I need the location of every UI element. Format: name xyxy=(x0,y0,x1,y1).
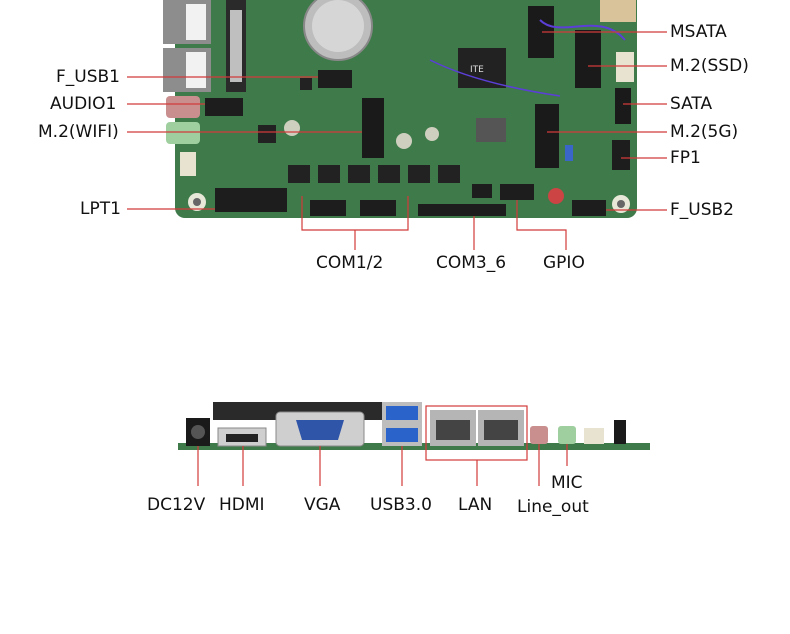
audio-jack-green xyxy=(166,122,200,144)
label-com1-2: COM1/2 xyxy=(316,253,384,273)
buzzer xyxy=(548,188,564,204)
label-m2-wifi: M.2(WIFI) xyxy=(38,122,119,142)
label-fp1: FP1 xyxy=(670,148,701,168)
mic-jack xyxy=(558,426,576,444)
com3-6-header xyxy=(418,204,506,216)
com2-header xyxy=(360,200,396,216)
label-lan: LAN xyxy=(458,495,493,515)
rear-io-panel xyxy=(178,402,650,450)
label-gpio: GPIO xyxy=(543,253,585,273)
label-f-usb2: F_USB2 xyxy=(670,200,734,220)
gpio-header xyxy=(500,184,534,200)
label-line-out: Line_out xyxy=(517,497,589,517)
board-leader-lines xyxy=(127,31,667,250)
m2-5g-slot xyxy=(535,104,559,168)
fp1-header xyxy=(612,140,630,170)
f-usb1-header xyxy=(318,70,352,88)
pcb-edge xyxy=(178,443,650,450)
io-leader-lines xyxy=(197,405,568,486)
label-com3-6: COM3_6 xyxy=(436,253,507,273)
m2-wifi-slot xyxy=(362,98,384,158)
label-audio1: AUDIO1 xyxy=(50,94,117,114)
ite-chip-marking: ITE xyxy=(470,65,484,75)
label-lpt1: LPT1 xyxy=(80,199,121,219)
label-usb3: USB3.0 xyxy=(370,495,432,515)
pcb-board xyxy=(175,0,637,218)
label-hdmi: HDMI xyxy=(219,495,265,515)
audio1-header xyxy=(205,98,243,116)
motherboard-top-view: ITE xyxy=(163,0,637,218)
ite-superio-chip xyxy=(458,48,506,88)
audio-jack-red xyxy=(166,96,200,118)
yellow-connector xyxy=(600,0,636,22)
label-m2-5g: M.2(5G) xyxy=(670,122,739,142)
label-m2-ssd: M.2(SSD) xyxy=(670,56,749,76)
m2-ssd-slot xyxy=(575,30,601,88)
label-dc12v: DC12V xyxy=(147,495,206,515)
label-vga: VGA xyxy=(304,495,341,515)
mounting-hole xyxy=(284,120,300,136)
label-msata: MSATA xyxy=(670,22,727,42)
com1-header xyxy=(310,200,346,216)
label-f-usb1: F_USB1 xyxy=(56,67,120,87)
f-usb2-header xyxy=(572,200,606,216)
sata-connector xyxy=(615,88,631,124)
lpt1-header xyxy=(215,188,287,212)
label-mic: MIC xyxy=(551,473,583,493)
mounting-hole xyxy=(396,133,412,149)
line-out-jack xyxy=(530,426,548,444)
label-sata: SATA xyxy=(670,94,713,114)
mounting-hole xyxy=(425,127,439,141)
